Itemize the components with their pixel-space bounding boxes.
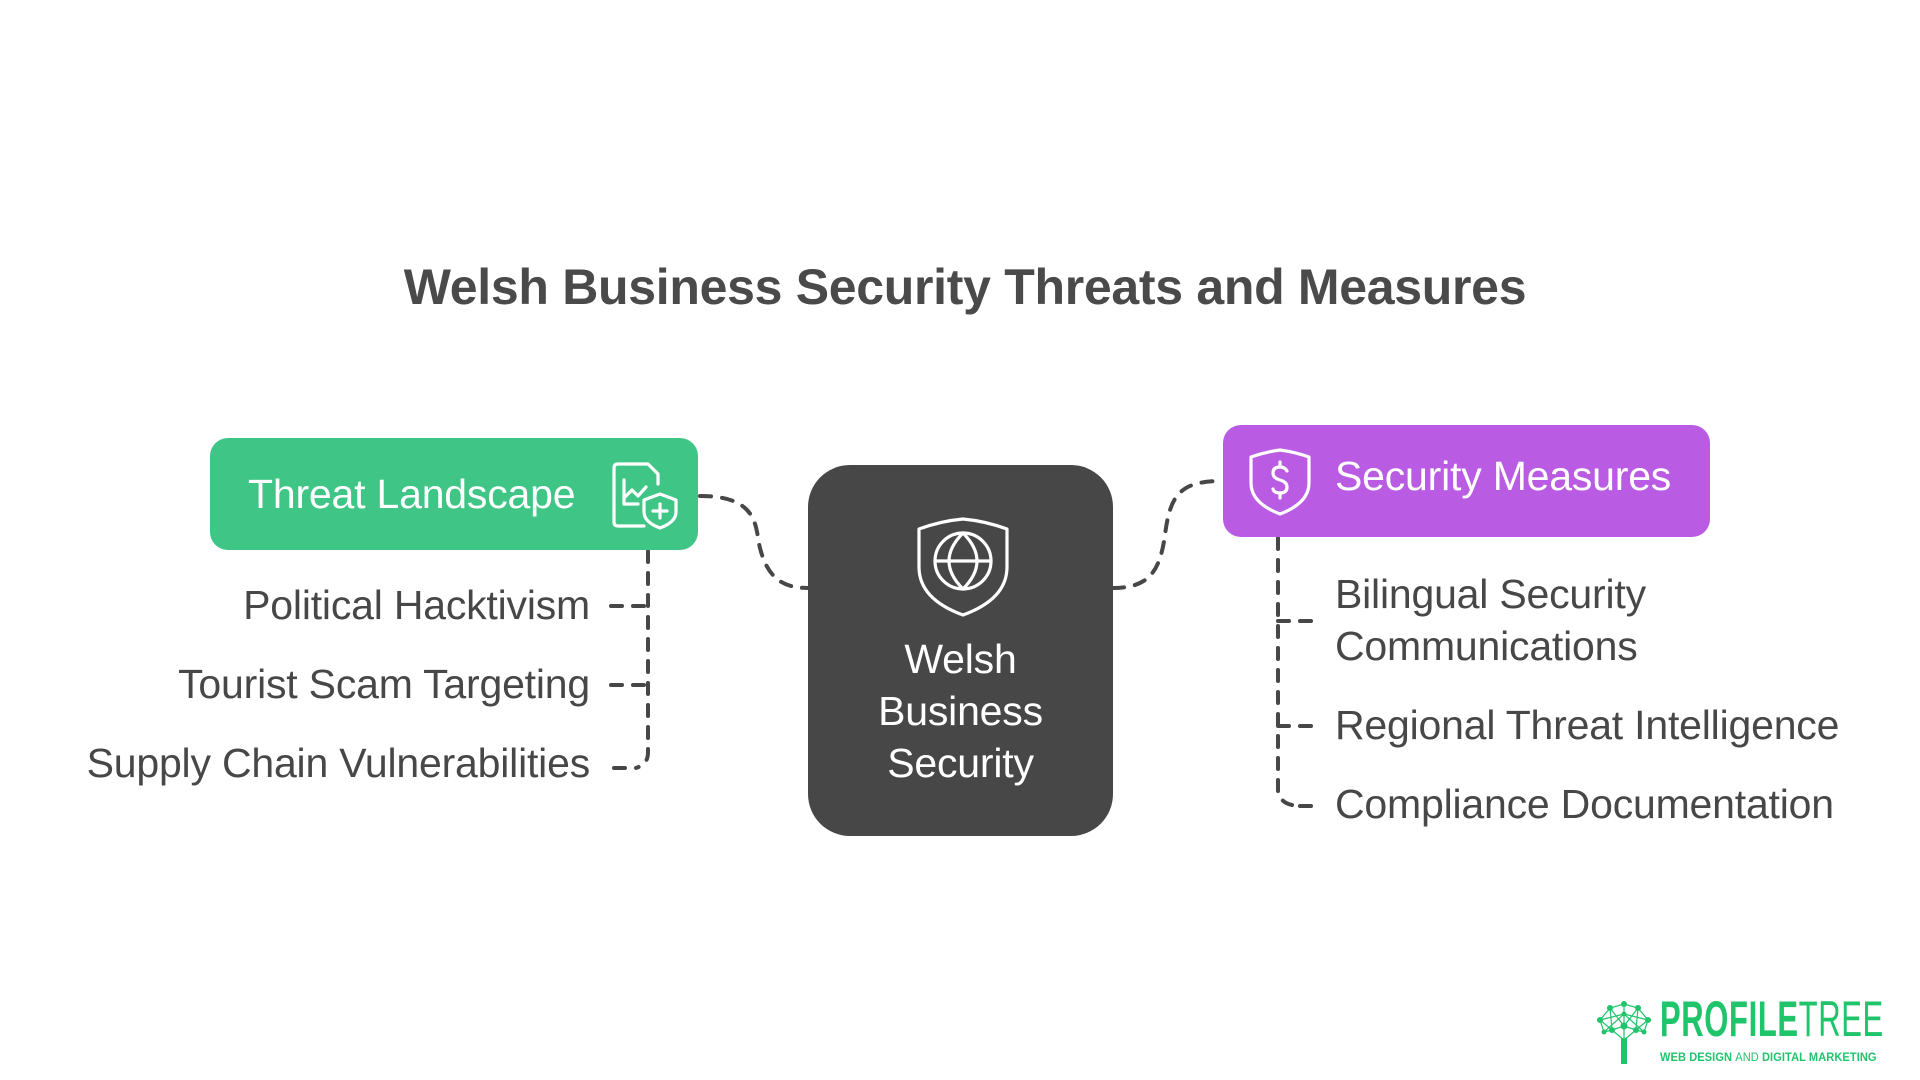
shield-dollar-icon [1249,448,1311,516]
security-measures-label: Security Measures [1335,453,1672,499]
measure-item-bilingual-security-communications: Bilingual Security Communications [1335,571,1646,669]
tree-network-icon [1597,1001,1651,1064]
report-chart-shield-plus-icon [612,462,678,530]
measure-item-compliance-documentation: Compliance Documentation [1335,781,1834,827]
security-measures-node[interactable]: Security Measures [1223,425,1710,537]
threat-item-tourist-scam-targeting: Tourist Scam Targeting [178,661,590,707]
profiletree-logo[interactable]: PROFILETREE WEB DESIGN AND DIGITAL MARKE… [1594,992,1904,1066]
welsh-business-security-node[interactable]: Welsh Business Security [808,465,1113,836]
threat-item-political-hacktivism: Political Hacktivism [243,582,590,628]
threat-list-trunk [634,549,650,770]
connector-center-to-measures [1111,479,1224,590]
measures-list-trunk [1276,536,1294,807]
threat-landscape-label: Threat Landscape [248,470,576,517]
measure-item-regional-threat-intelligence: Regional Threat Intelligence [1335,702,1840,748]
center-node-label: Welsh Business Security [878,636,1043,786]
threat-landscape-node[interactable]: Threat Landscape [210,438,698,550]
logo-wordmark: PROFILETREE [1660,991,1884,1047]
diagram-title: Welsh Business Security Threats and Meas… [403,259,1527,315]
connector-threat-to-center [698,494,810,590]
shield-globe-icon [917,517,1009,617]
logo-tagline: WEB DESIGN AND DIGITAL MARKETING [1660,1050,1877,1064]
threat-item-supply-chain-vulnerabilities: Supply Chain Vulnerabilities [86,740,591,786]
